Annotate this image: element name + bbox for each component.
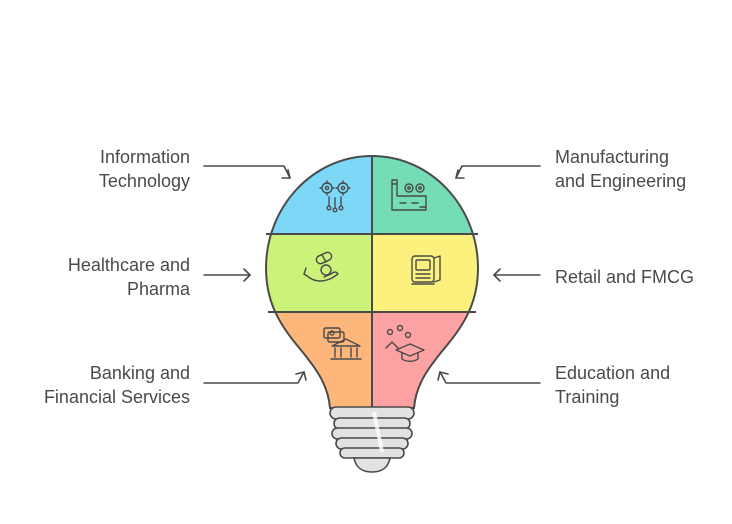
factory-icon — [391, 179, 427, 211]
label-line-2: Pharma — [126, 279, 190, 299]
segment-retail — [372, 234, 478, 312]
label-line-1: Information — [99, 147, 190, 167]
graduation-cap-icon — [385, 324, 425, 362]
arrow-retail-head — [493, 268, 501, 282]
label-line-1: Manufacturing — [555, 147, 670, 167]
label-line-1: Education and — [555, 363, 671, 383]
label-retail: Retail and FMCG — [555, 265, 694, 289]
bank-money-icon — [323, 327, 362, 360]
label-education: Education and Training — [555, 361, 670, 409]
segment-healthcare — [266, 234, 372, 312]
arrow-it — [203, 165, 291, 179]
segment-information-technology — [266, 156, 372, 234]
connector-arrows — [203, 165, 541, 384]
arrow-health-head — [243, 268, 251, 282]
label-line-2: Technology — [98, 171, 190, 191]
arrow-it-head — [281, 169, 291, 179]
label-line-2: and Engineering — [555, 171, 687, 191]
payment-terminal-icon — [411, 255, 441, 285]
arrow-edu-head — [437, 371, 449, 381]
label-information-technology: Information Technology — [99, 145, 190, 193]
label-line-1: Healthcare and — [67, 255, 190, 275]
arrow-mfg-head — [455, 169, 465, 179]
segment-manufacturing — [372, 156, 478, 234]
label-manufacturing: Manufacturing and Engineering — [555, 145, 686, 193]
arrow-mfg — [455, 165, 541, 179]
segment-banking — [266, 312, 372, 408]
arrow-bank — [203, 371, 305, 384]
label-line-1: Banking and — [89, 363, 190, 383]
label-line-1: Retail and FMCG — [555, 267, 695, 287]
label-line-2: Financial Services — [43, 387, 190, 407]
gears-network-icon — [319, 180, 351, 213]
pill-hand-icon — [303, 251, 339, 282]
segment-dividers — [266, 156, 478, 408]
label-banking: Banking and Financial Services — [44, 361, 190, 409]
label-line-2: Training — [555, 387, 620, 407]
arrow-edu — [439, 371, 541, 384]
bulb-base — [329, 406, 415, 473]
arrow-bank-head — [295, 371, 307, 381]
label-healthcare: Healthcare and Pharma — [68, 253, 190, 301]
segment-education — [372, 312, 478, 408]
